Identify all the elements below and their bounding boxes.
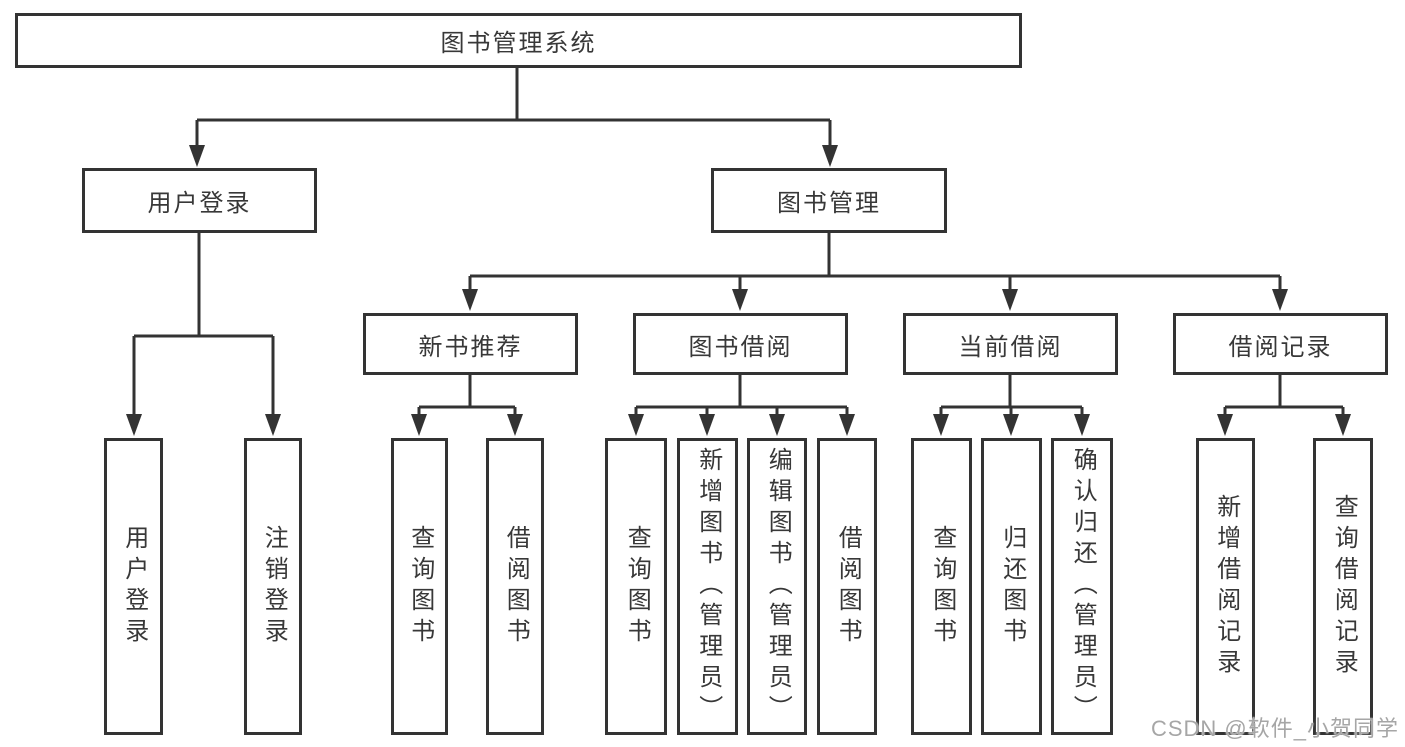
leaf-query-books-current: 查询图书 [911,438,972,735]
leaf-borrow-books-borrowing: 借阅图书 [817,438,877,735]
node-book-borrowing: 图书借阅 [633,313,848,375]
leaf-user-login: 用户登录 [104,438,163,735]
leaf-confirm-return-admin: 确认归还（管理员） [1051,438,1113,735]
leaf-query-borrow-record: 查询借阅记录 [1313,438,1373,735]
leaf-edit-book-admin: 编辑图书（管理员） [747,438,807,735]
leaf-add-borrow-record: 新增借阅记录 [1196,438,1255,735]
node-borrowing-records: 借阅记录 [1173,313,1388,375]
node-library-management-system: 图书管理系统 [15,13,1022,68]
leaf-add-book-admin: 新增图书（管理员） [677,438,738,735]
node-book-management: 图书管理 [711,168,947,233]
leaf-query-books-borrowing: 查询图书 [605,438,667,735]
node-current-borrowing: 当前借阅 [903,313,1118,375]
leaf-query-books-recommend: 查询图书 [391,438,448,735]
leaf-return-books: 归还图书 [981,438,1042,735]
node-new-book-recommendation: 新书推荐 [363,313,578,375]
leaf-borrow-books-recommend: 借阅图书 [486,438,544,735]
leaf-logout: 注销登录 [244,438,302,735]
csdn-watermark: CSDN @软件_小贺同学 [1150,716,1399,741]
node-user-login: 用户登录 [82,168,317,233]
